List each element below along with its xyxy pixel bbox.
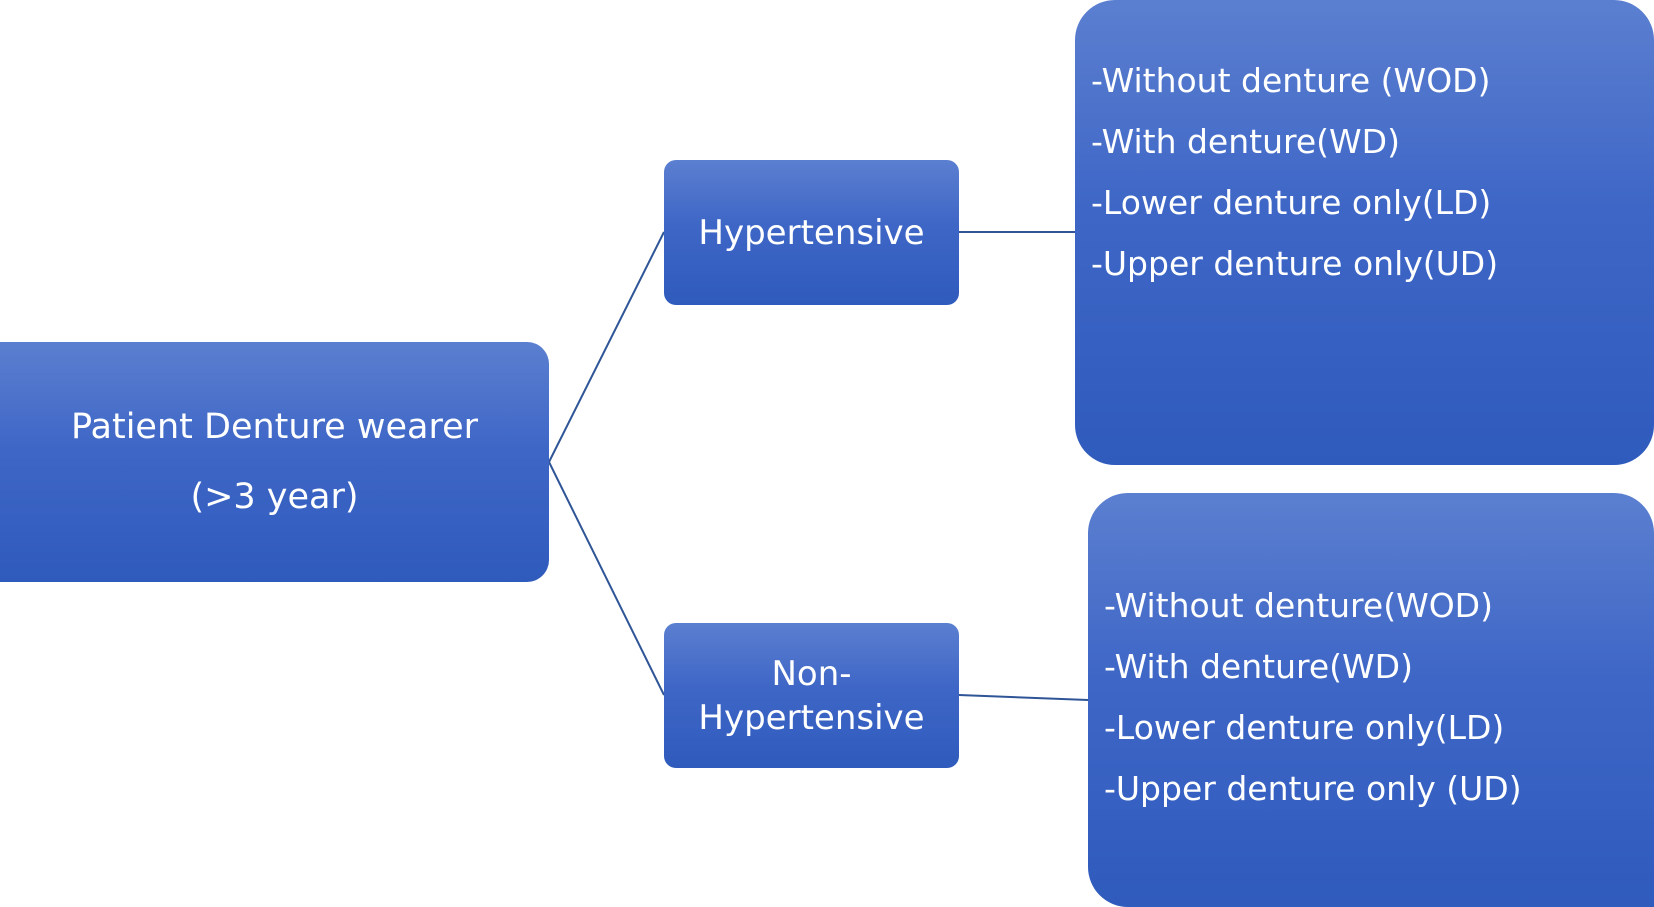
- outcome-item: -Lower denture only(LD): [1104, 708, 1505, 747]
- root-node-patient-denture-wearer: Patient Denture wearer (>3 year): [0, 342, 549, 582]
- outcome-item: -Upper denture only (UD): [1104, 769, 1522, 808]
- outcome-item: -With denture(WD): [1104, 647, 1413, 686]
- outcome-item: -Lower denture only(LD): [1091, 183, 1492, 222]
- connector-root-to-hypertensive: [548, 231, 665, 463]
- root-node-label-line2: (>3 year): [190, 477, 359, 517]
- root-node-label-line1: Patient Denture wearer: [71, 407, 478, 447]
- outcome-item: -Without denture (WOD): [1091, 61, 1491, 100]
- outcome-item: -Without denture(WOD): [1104, 586, 1493, 625]
- outcome-item: -Upper denture only(UD): [1091, 244, 1499, 283]
- outcome-list-hypertensive: -Without denture (WOD) -With denture(WD)…: [1075, 0, 1654, 465]
- outcome-item: -With denture(WD): [1091, 122, 1400, 161]
- branch-node-non-hypertensive-label-line1: Non-: [771, 653, 852, 694]
- branch-node-hypertensive: Hypertensive: [664, 160, 959, 305]
- connector-root-to-non-hypertensive: [548, 461, 665, 696]
- outcome-list-non-hypertensive: -Without denture(WOD) -With denture(WD) …: [1088, 493, 1654, 907]
- branch-node-hypertensive-label: Hypertensive: [698, 212, 925, 253]
- branch-node-non-hypertensive: Non- Hypertensive: [664, 623, 959, 768]
- branch-node-non-hypertensive-label-line2: Hypertensive: [698, 697, 925, 738]
- connector-non-hypertensive-to-outcomes: [958, 694, 1089, 701]
